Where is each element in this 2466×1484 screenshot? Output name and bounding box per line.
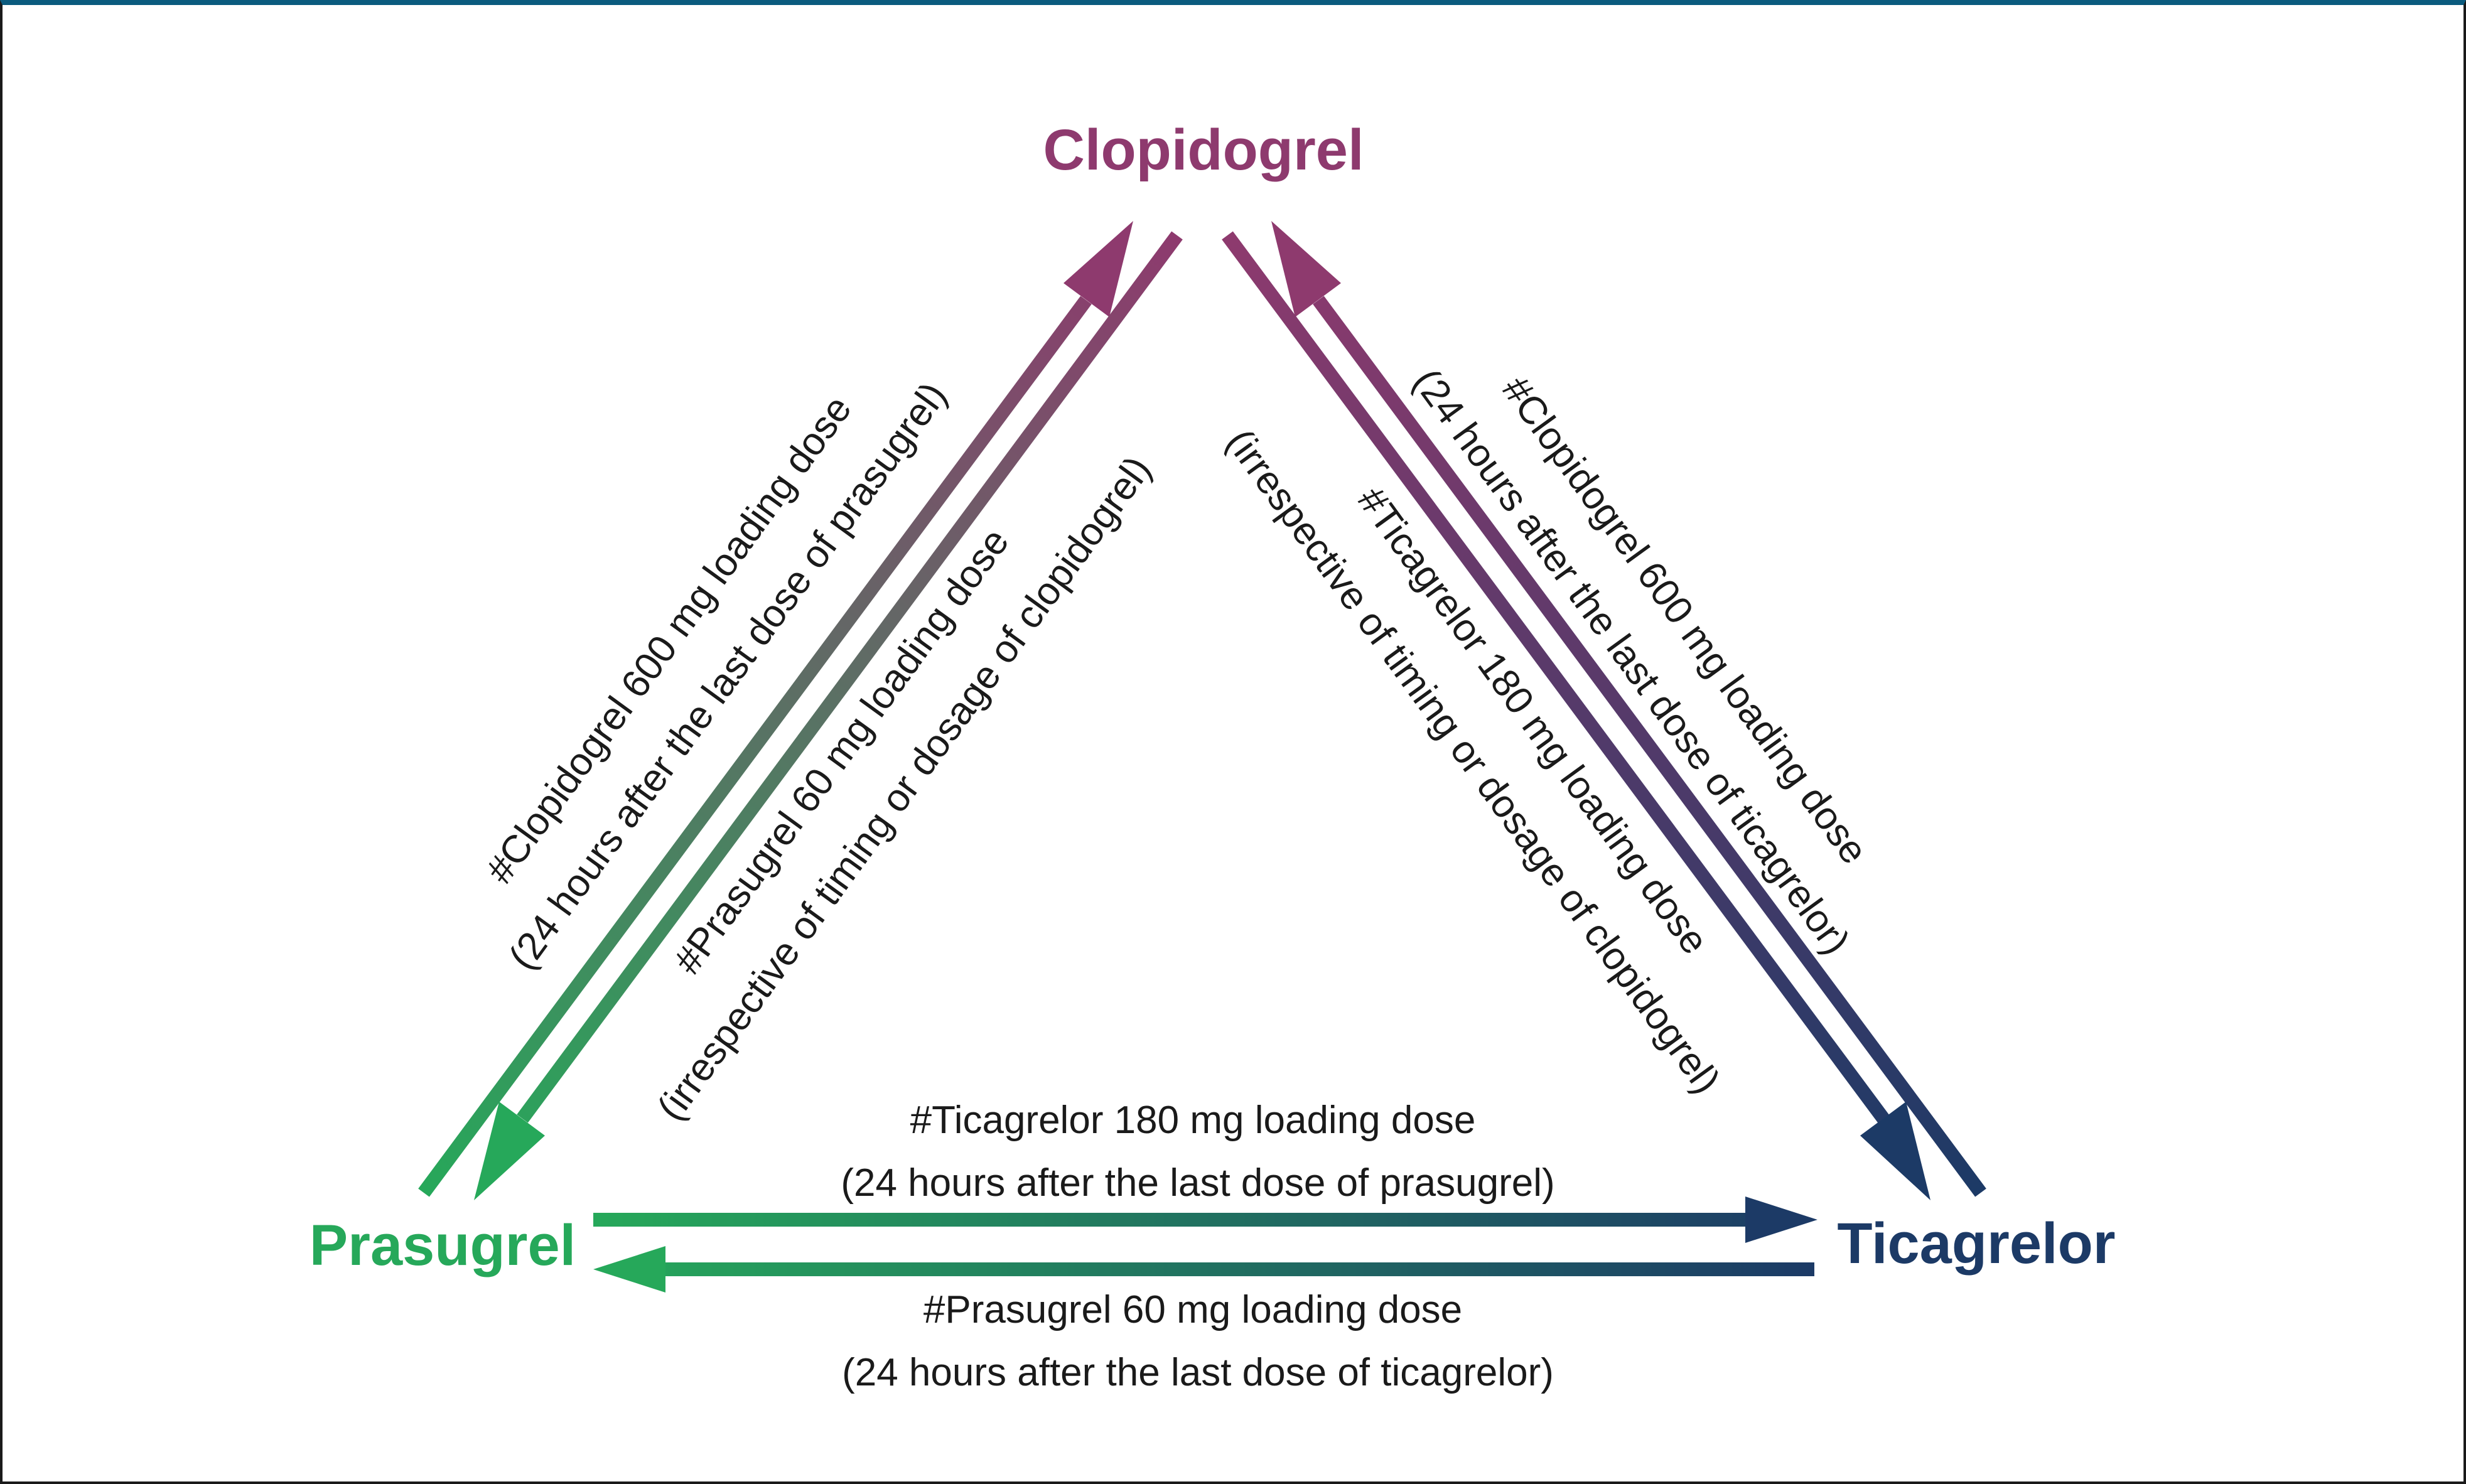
label-line-1: #Ticagrelor 180 mg loading dose: [910, 1099, 1476, 1142]
node-ticagrelor: Ticagrelor: [1837, 1212, 2115, 1276]
label-line-2: (24 hours after the last dose of ticagre…: [842, 1351, 1554, 1394]
arrow-ticagrelor-to-clopidogrel: [1271, 221, 1986, 1197]
label-line-2: (24 hours after the last dose of prasugr…: [841, 1161, 1554, 1205]
node-clopidogrel: Clopidogrel: [1043, 118, 1364, 182]
label-prasugrel-to-ticagrelor: #Ticagrelor 180 mg loading dose (24 hour…: [841, 1099, 1554, 1205]
label-line-1: #Prasugrel 60 mg loading dose: [923, 1288, 1462, 1331]
label-ticagrelor-to-prasugrel: #Prasugrel 60 mg loading dose (24 hours …: [842, 1288, 1554, 1394]
label-line-2: (irrespective of timing or dosage of clo…: [1218, 421, 1728, 1101]
arrow-prasugrel-to-clopidogrel: [418, 221, 1133, 1197]
arrow-clopidogrel-to-prasugrel: [474, 231, 1183, 1200]
node-prasugrel: Prasugrel: [310, 1213, 576, 1277]
arrow-ticagrelor-to-prasugrel: [593, 1246, 1814, 1293]
label-clopidogrel-to-ticagrelor: #Ticagrelor 180 mg loading dose (irrespe…: [1218, 421, 1728, 1101]
arrow-prasugrel-to-ticagrelor: [593, 1196, 1817, 1243]
arrow-clopidogrel-to-ticagrelor: [1222, 231, 1930, 1200]
